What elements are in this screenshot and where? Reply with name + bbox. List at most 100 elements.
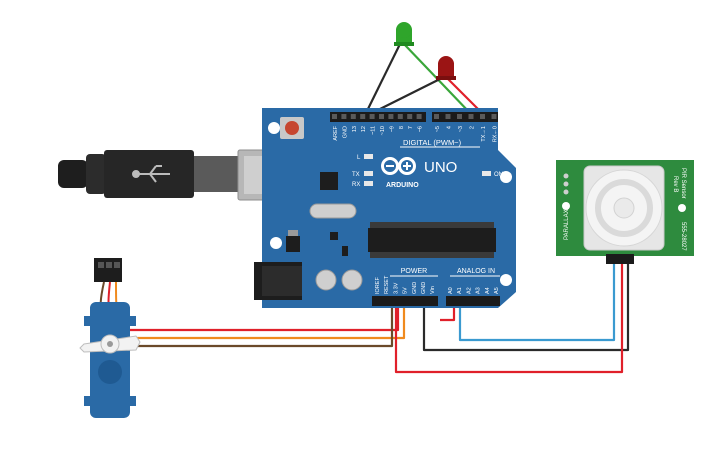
pir-part-number: 555-28027 bbox=[680, 222, 686, 251]
smd-component bbox=[342, 246, 348, 256]
pir-name: PIR Sensor bbox=[680, 168, 686, 199]
servo-motor[interactable] bbox=[79, 258, 141, 418]
digital-pin-label: GND bbox=[342, 126, 348, 138]
voltage-regulator bbox=[286, 236, 300, 252]
header-pin[interactable] bbox=[350, 114, 356, 119]
pin-pad bbox=[563, 189, 569, 195]
header-pin[interactable] bbox=[369, 114, 375, 119]
digital-pin-label: TX→1 bbox=[481, 126, 487, 142]
usb-plug-metal bbox=[194, 156, 238, 192]
servo-horn[interactable] bbox=[79, 334, 141, 354]
regulator-tab bbox=[288, 230, 298, 236]
header-pin[interactable] bbox=[332, 114, 337, 119]
smd-component bbox=[330, 232, 338, 240]
led-tx-label: TX bbox=[352, 172, 360, 178]
pir-sensor[interactable]: PARALLAX PIR Sensor Rev B 555-28027 bbox=[556, 160, 694, 264]
pin-label: A0 bbox=[448, 287, 454, 294]
dc-barrel-jack[interactable] bbox=[254, 262, 302, 300]
green-led[interactable] bbox=[394, 22, 414, 46]
pin-label: A2 bbox=[466, 287, 472, 294]
led-on bbox=[482, 171, 491, 176]
wire-pir-signal[interactable] bbox=[458, 262, 616, 342]
header-pin[interactable] bbox=[445, 114, 451, 119]
pin-label: RESET bbox=[384, 275, 390, 294]
header-pin[interactable] bbox=[468, 114, 474, 119]
digital-pin-label: ~5 bbox=[435, 126, 441, 132]
usb-symbol-icon bbox=[132, 165, 170, 183]
wire-servo-ground[interactable] bbox=[124, 303, 394, 348]
header-pin[interactable] bbox=[379, 114, 384, 119]
board-brand: ARDUINO bbox=[386, 182, 419, 189]
digital-pin-label: 2 bbox=[470, 126, 476, 129]
wire-servo-power[interactable] bbox=[124, 303, 400, 332]
pin-label: GND bbox=[421, 282, 427, 294]
servo-connector-pin bbox=[106, 262, 112, 268]
header-pin[interactable] bbox=[434, 114, 439, 119]
digital-pin-label: RX←0 bbox=[493, 126, 499, 142]
pin-label: 5V bbox=[403, 287, 409, 294]
pin-label: Vin bbox=[430, 286, 436, 294]
servo-gear bbox=[98, 360, 122, 384]
red-led[interactable] bbox=[436, 56, 456, 80]
mount-hole bbox=[562, 202, 570, 210]
mount-hole bbox=[500, 274, 512, 286]
header-pin[interactable] bbox=[388, 114, 394, 119]
header-pin[interactable] bbox=[360, 114, 366, 119]
mount-hole bbox=[500, 171, 512, 183]
pir-rev: Rev B bbox=[672, 176, 678, 192]
servo-flange bbox=[84, 316, 136, 326]
digital-pin-label: 8 bbox=[399, 126, 405, 129]
reset-button[interactable] bbox=[280, 117, 304, 139]
digital-header-label: DIGITAL (PWM~) bbox=[403, 138, 462, 147]
header-pin[interactable] bbox=[491, 114, 497, 119]
mount-hole bbox=[268, 122, 280, 134]
pin-label: GND bbox=[412, 282, 418, 294]
pin-label: A4 bbox=[485, 287, 491, 294]
led-rim bbox=[436, 76, 456, 80]
wire-servo-signal[interactable] bbox=[124, 303, 406, 340]
digital-pin-label: ~10 bbox=[380, 126, 386, 135]
pin-label: A5 bbox=[494, 287, 500, 294]
wire-pir-power[interactable] bbox=[394, 262, 624, 374]
board-model: UNO bbox=[424, 159, 457, 176]
led-rx-label: RX bbox=[352, 182, 360, 188]
digital-header bbox=[330, 112, 498, 122]
usb-chip bbox=[320, 172, 338, 190]
servo-connector-pin bbox=[98, 262, 104, 268]
capacitor bbox=[315, 269, 337, 291]
wire-pir-ground[interactable] bbox=[422, 262, 630, 352]
digital-pin-label: 4 bbox=[447, 126, 453, 129]
header-pin[interactable] bbox=[457, 114, 462, 119]
pir-dome-center bbox=[613, 197, 635, 219]
pin-pad bbox=[563, 173, 569, 179]
pir-brand: PARALLAX bbox=[564, 209, 570, 240]
header-pin[interactable] bbox=[407, 114, 413, 119]
header-pin[interactable] bbox=[416, 114, 422, 119]
digital-pin-label: ~6 bbox=[418, 126, 424, 132]
pir-dome-ring bbox=[595, 179, 653, 237]
wire-green-led-cathode[interactable] bbox=[365, 43, 401, 114]
servo-connector bbox=[94, 258, 122, 282]
usb-cable-strain-relief bbox=[86, 154, 106, 194]
capacitor bbox=[341, 269, 363, 291]
digital-pin-label: 12 bbox=[361, 126, 367, 132]
pin-label: 3.3V bbox=[393, 282, 399, 294]
led-on-label: ON bbox=[494, 172, 503, 178]
crystal bbox=[309, 203, 357, 219]
pin-label: A1 bbox=[457, 287, 463, 294]
wire-red-led-cathode[interactable] bbox=[371, 77, 443, 114]
arduino-logo-icon bbox=[381, 157, 416, 175]
header-pin[interactable] bbox=[397, 114, 403, 119]
wire-red-led-anode[interactable] bbox=[446, 77, 483, 114]
header-pin[interactable] bbox=[341, 114, 347, 119]
mount-hole bbox=[678, 204, 686, 212]
status-leds: L TX RX ON bbox=[352, 154, 503, 188]
header-pin[interactable] bbox=[480, 114, 485, 119]
wire-analog-red[interactable] bbox=[440, 303, 456, 322]
analog-header-label: ANALOG IN bbox=[457, 268, 495, 275]
pir-pin-header bbox=[606, 254, 634, 264]
